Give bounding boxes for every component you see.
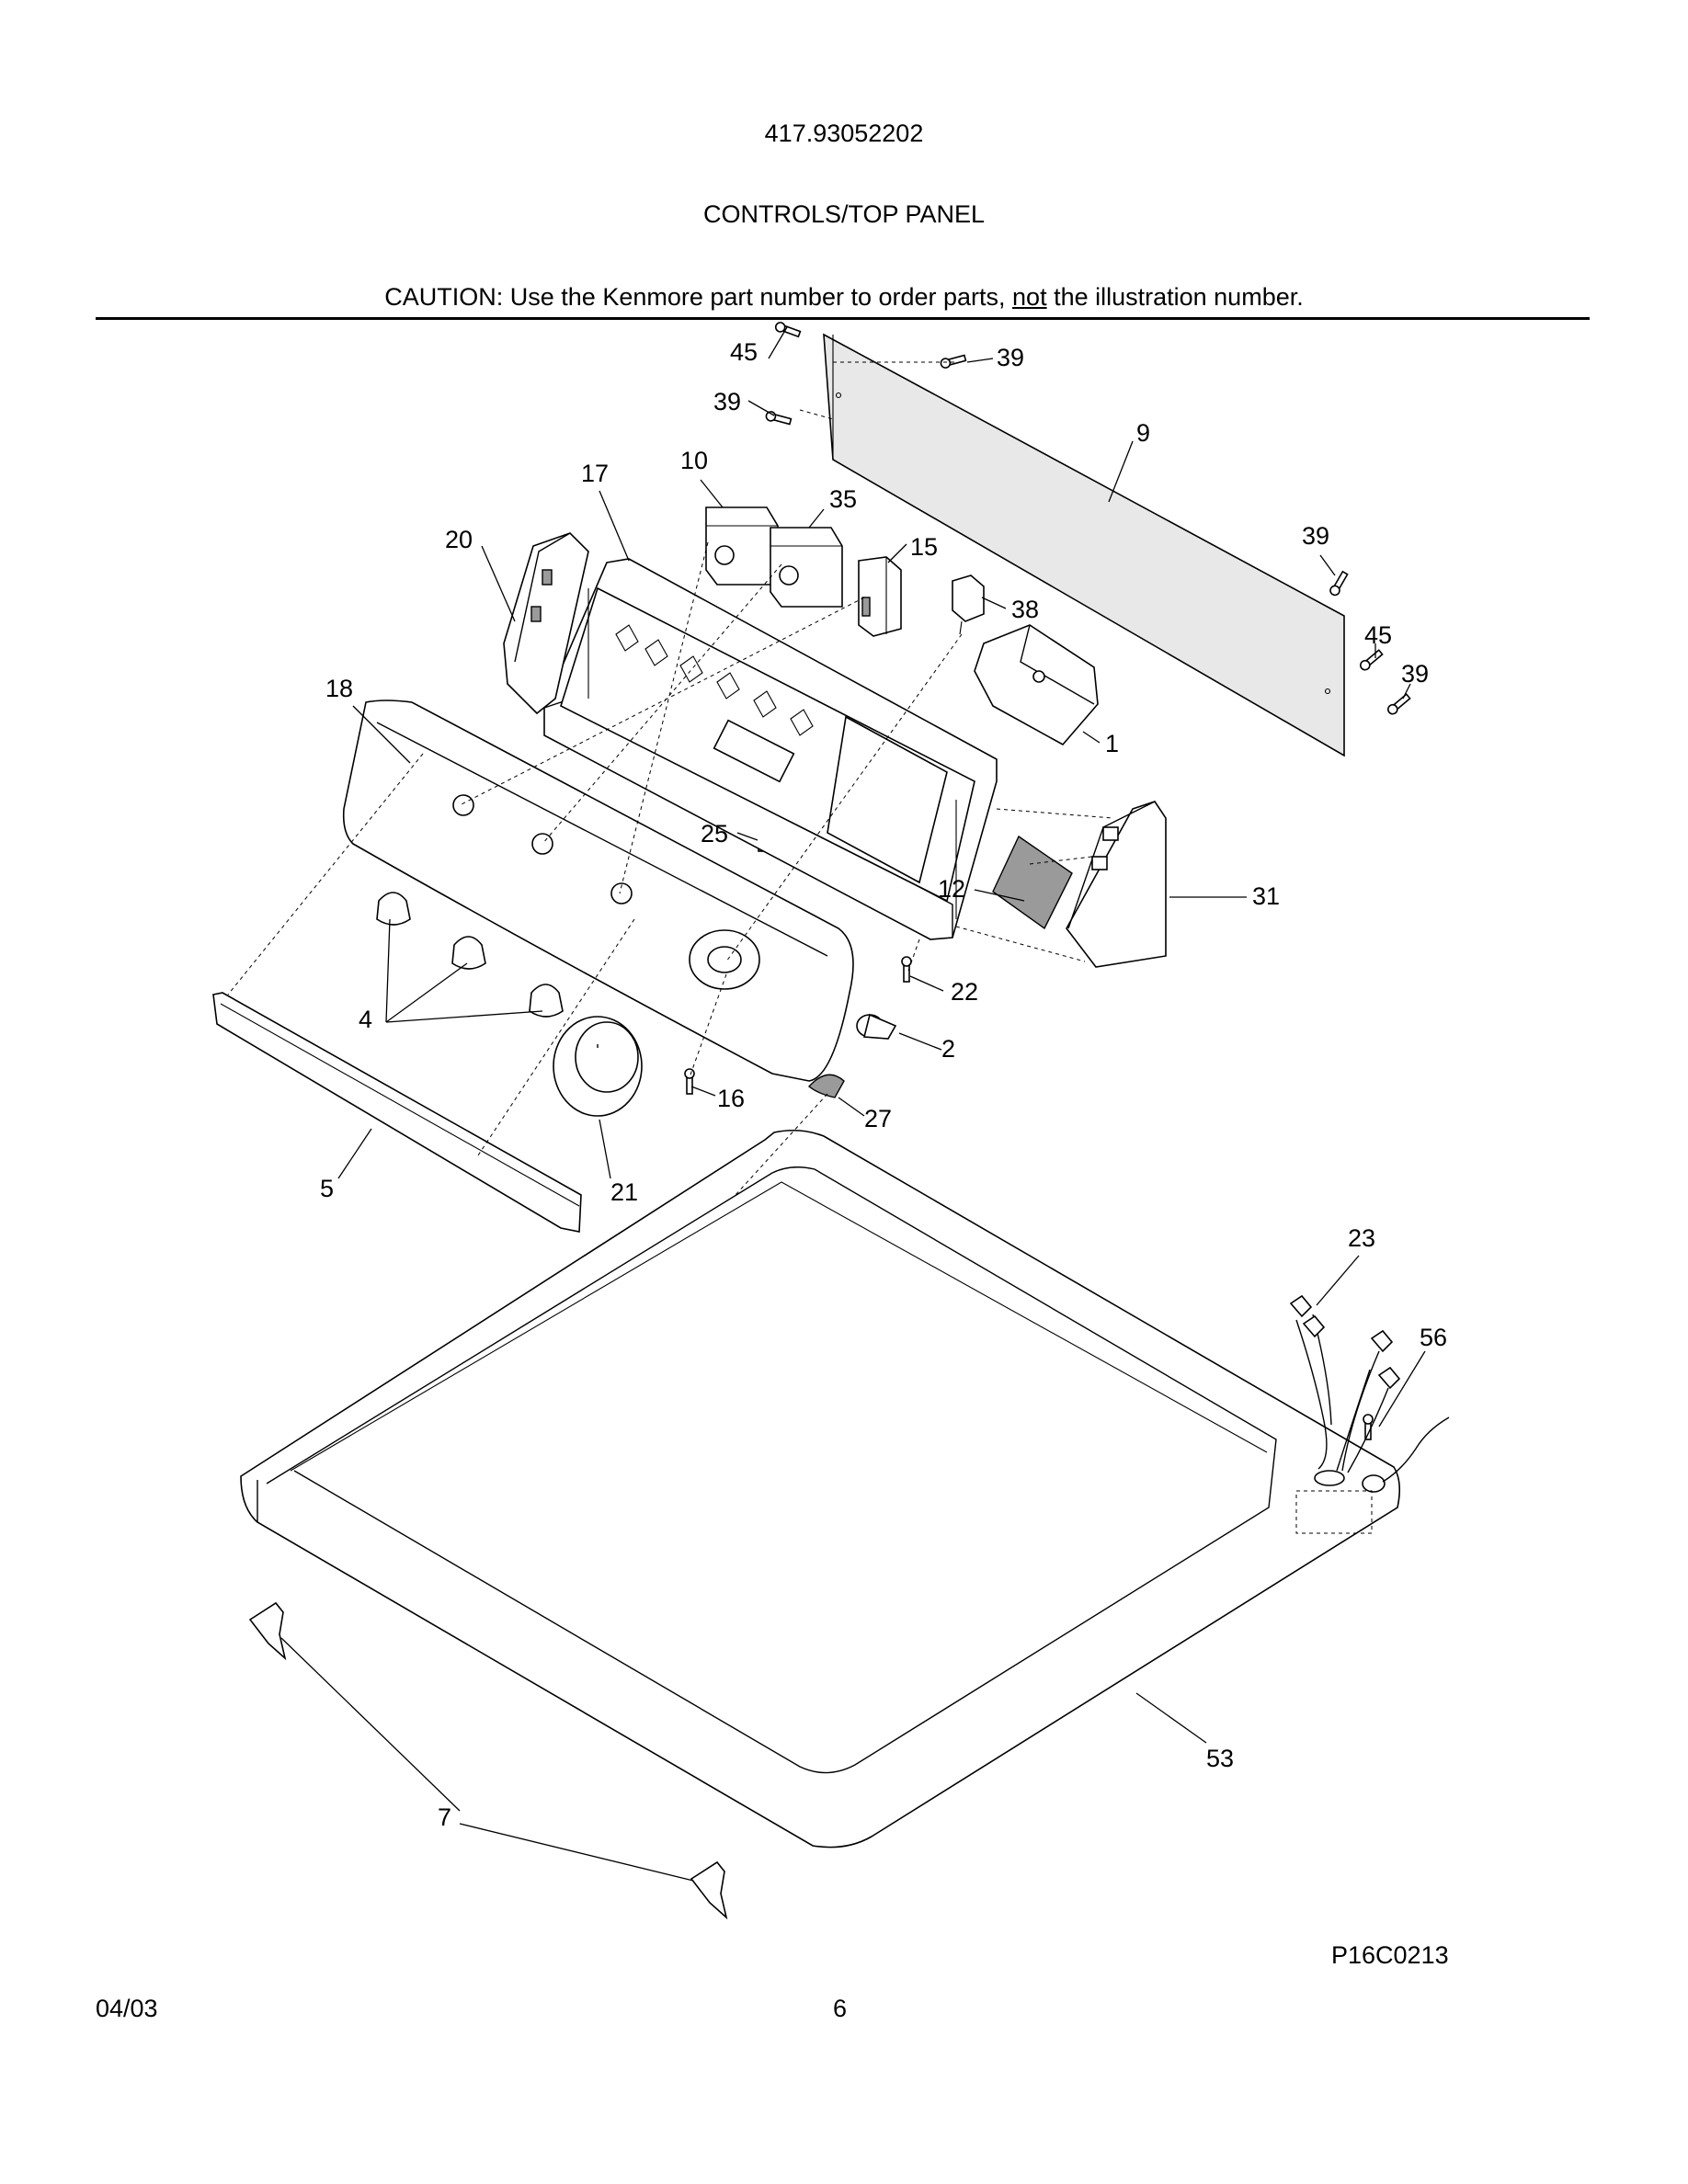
screw-39-top-left (765, 411, 793, 426)
callout-2: 2 (941, 1035, 955, 1063)
callout-35: 35 (829, 485, 857, 513)
part-7-hinge-right (690, 1860, 728, 1920)
caution-emphasis: not (1012, 283, 1047, 311)
part-35-switch (770, 527, 843, 608)
section-title: CONTROLS/TOP PANEL (702, 200, 986, 228)
callout-45-top: 45 (730, 338, 758, 366)
part-56-sensor (1295, 1416, 1450, 1534)
screw-16 (684, 1068, 695, 1095)
screw-39-right-upper (1329, 570, 1349, 597)
callout-38: 38 (1011, 596, 1039, 623)
callout-17: 17 (581, 460, 609, 487)
callout-12: 12 (938, 875, 965, 903)
callout-18: 18 (325, 675, 353, 702)
callout-labels: 45 39 39 9 10 17 35 20 15 39 38 45 39 18… (320, 338, 1447, 1831)
caution-note: CAUTION: Use the Kenmore part number to … (0, 283, 1688, 312)
screw-hardware-group (684, 322, 1411, 1440)
revision-date: 04/03 (96, 1995, 158, 2022)
screw-45-top (774, 322, 802, 338)
part-20-left-end-cap (503, 532, 589, 715)
screw-39-right-lower (1387, 693, 1411, 715)
callout-45-right: 45 (1364, 621, 1392, 649)
diagram-code: P16C0213 (1331, 1941, 1449, 1969)
callout-39-right-lower: 39 (1401, 660, 1429, 688)
screw-45-right (1360, 649, 1384, 671)
part-31-right-end-cap (1066, 801, 1167, 968)
callout-56: 56 (1420, 1324, 1447, 1351)
callout-1: 1 (1105, 730, 1119, 757)
callout-39-top-left: 39 (713, 388, 741, 415)
callout-21: 21 (610, 1178, 638, 1206)
part-5-trim-strip (212, 992, 582, 1233)
callout-23: 23 (1348, 1224, 1375, 1252)
callout-leader-lines (280, 326, 1426, 1882)
callout-9: 9 (1136, 419, 1150, 447)
callout-27: 27 (864, 1105, 892, 1132)
part-12-circuit-board (992, 835, 1073, 930)
part-18-console (342, 700, 854, 1082)
header-divider (96, 317, 1590, 320)
callout-53: 53 (1206, 1745, 1234, 1772)
part-17-control-frame (543, 558, 998, 940)
callout-22: 22 (951, 978, 978, 1006)
callout-7: 7 (438, 1803, 451, 1831)
callout-20: 20 (445, 526, 473, 553)
callout-31: 31 (1252, 882, 1280, 910)
callout-10: 10 (680, 447, 708, 474)
part-38-buzzer (952, 574, 985, 635)
callout-4: 4 (359, 1006, 372, 1033)
part-4-knobs (376, 892, 564, 1018)
part-10-timer (705, 506, 779, 586)
part-1-control-bracket (974, 624, 1099, 746)
part-21-timer-knob (553, 1016, 643, 1117)
callout-39-top-right: 39 (997, 344, 1024, 371)
callout-5: 5 (320, 1175, 334, 1202)
caution-suffix: the illustration number. (1046, 283, 1304, 311)
screw-39-top-right (940, 354, 967, 369)
part-7-hinge-left (248, 1601, 287, 1661)
part-23-wire-harness (1289, 1294, 1401, 1486)
callout-15: 15 (910, 533, 938, 561)
model-number: 417.93052202 (764, 119, 924, 147)
page-number: 6 (833, 1995, 848, 2022)
callout-16: 16 (717, 1085, 745, 1112)
screw-22 (901, 956, 912, 983)
callout-39-right-upper: 39 (1302, 522, 1329, 550)
part-2-bushing (856, 1013, 897, 1040)
assembly-guide-lines (227, 361, 1113, 1196)
caution-prefix: CAUTION: Use the Kenmore part number to … (384, 283, 1013, 311)
part-15-selector-switch (858, 556, 902, 637)
callout-25: 25 (701, 820, 728, 847)
screw-56 (1363, 1414, 1374, 1440)
part-53-top-panel (240, 1129, 1401, 1848)
part-27-clip (807, 1074, 845, 1098)
